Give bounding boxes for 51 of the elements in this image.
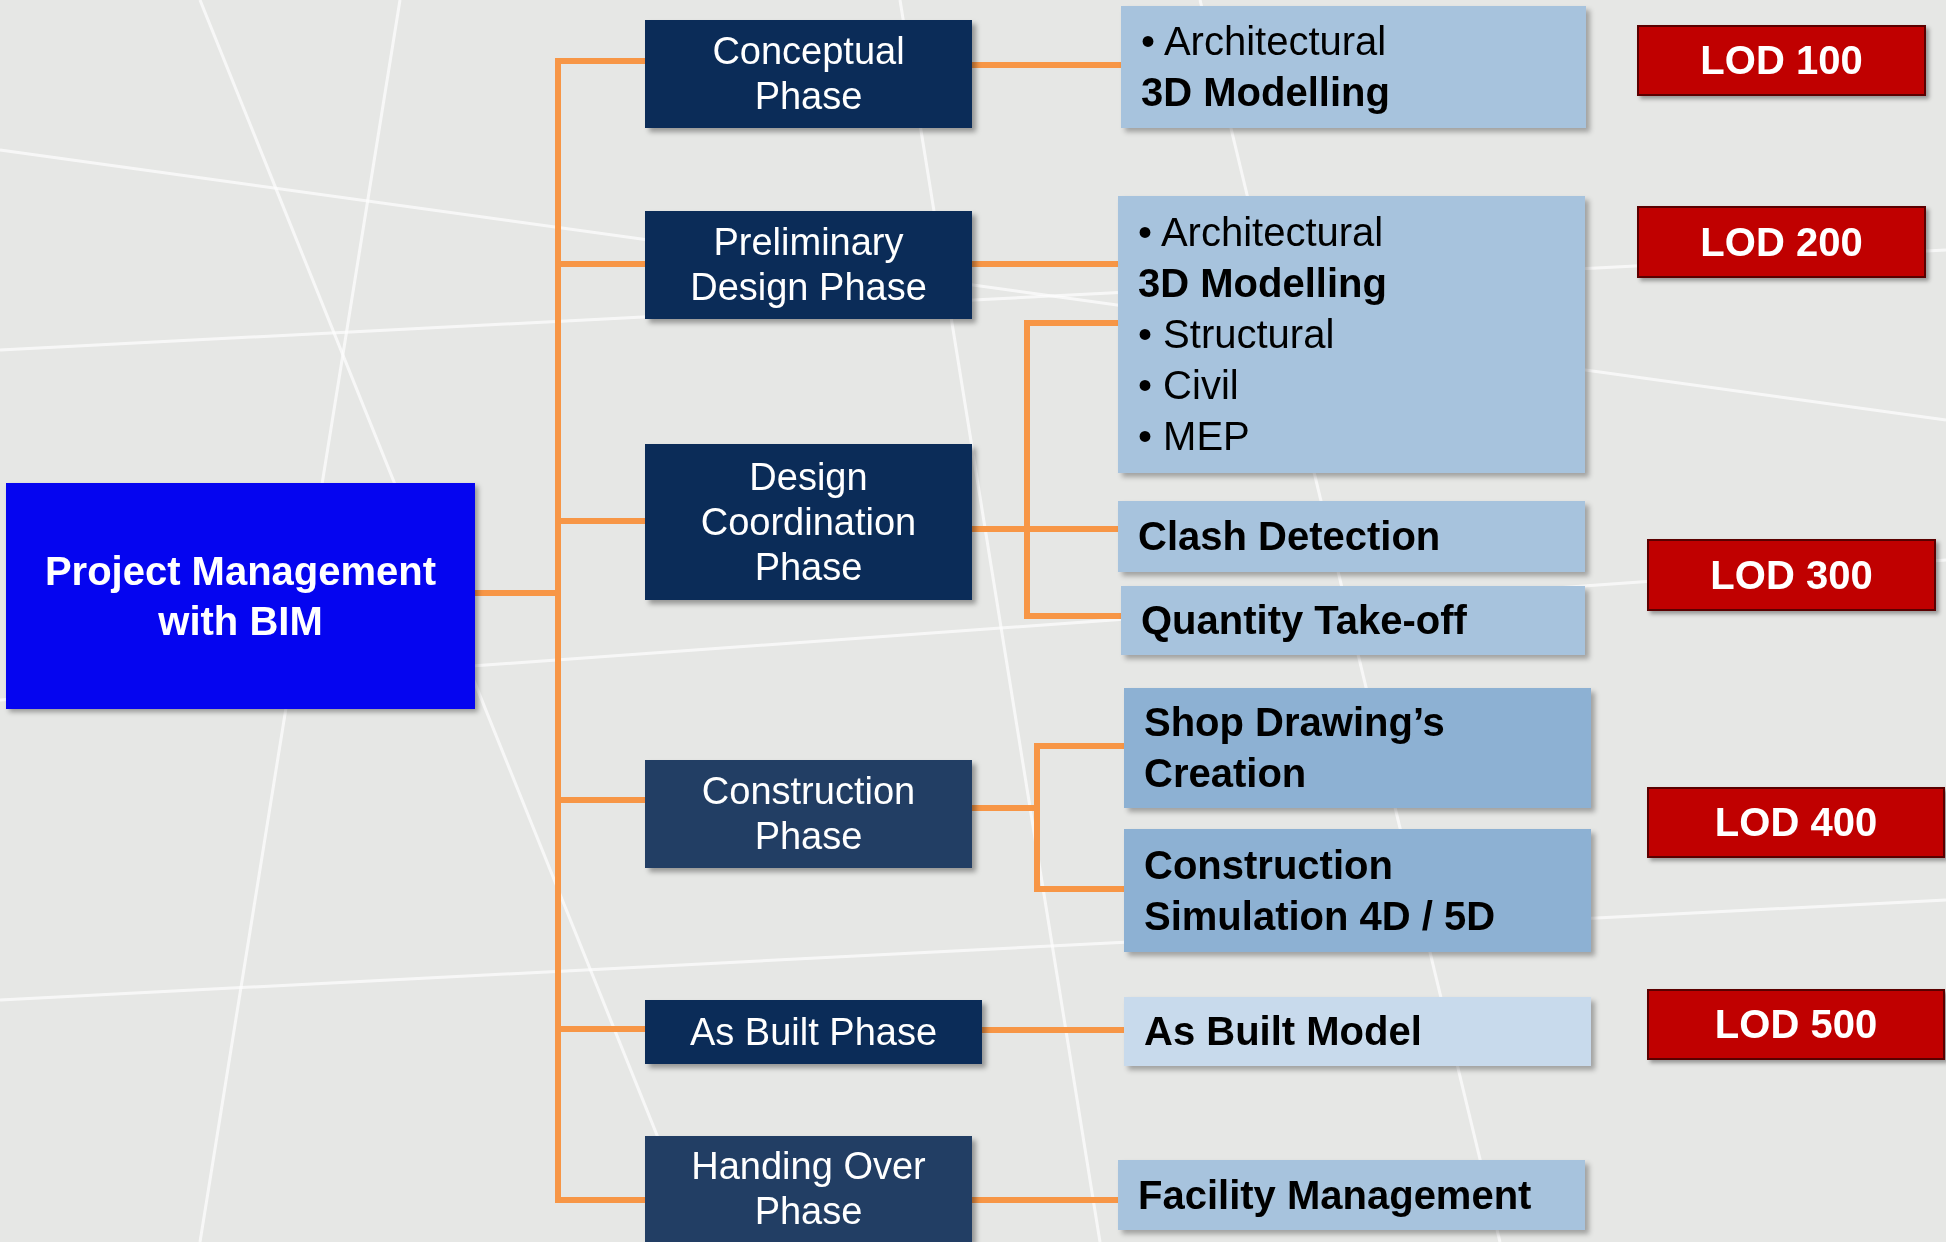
phase-box xyxy=(645,444,972,600)
phase-box xyxy=(645,760,972,868)
connector-line xyxy=(972,1197,1118,1203)
box-label: Clash Detection xyxy=(1138,513,1442,560)
connector-line xyxy=(972,526,1121,619)
box-label: 3D Modelling xyxy=(1141,69,1391,116)
box-label: LOD 100 xyxy=(1700,38,1863,83)
connector-line xyxy=(982,1027,1124,1033)
box-label: Shop Drawing’s Creation xyxy=(1144,699,1446,797)
box-label: Construction Phase xyxy=(700,769,917,859)
box-label: • Architectural xyxy=(1138,209,1385,256)
lod-badge xyxy=(1637,25,1926,96)
lod-badge xyxy=(1647,539,1936,611)
lod-badge xyxy=(1647,989,1945,1060)
output-box xyxy=(1118,196,1585,473)
box-label: • MEP xyxy=(1138,413,1251,460)
box-label: Facility Management xyxy=(1138,1171,1533,1219)
lod-badge xyxy=(1647,787,1945,858)
box-label: Quantity Take-off xyxy=(1141,597,1468,644)
output-box xyxy=(1118,1160,1585,1230)
box-label: LOD 500 xyxy=(1714,1002,1878,1047)
box-label: LOD 300 xyxy=(1710,552,1873,598)
box-label: As Built Model xyxy=(1144,1008,1423,1055)
root-box xyxy=(6,483,475,709)
output-box xyxy=(1124,688,1591,808)
connector-line xyxy=(972,62,1121,68)
box-label: 3D Modelling xyxy=(1138,260,1388,307)
box-label: • Architectural xyxy=(1141,18,1388,65)
output-box xyxy=(1124,997,1591,1066)
connector-line xyxy=(972,805,1124,892)
phase-box xyxy=(645,211,972,319)
output-box xyxy=(1118,501,1585,572)
box-label: Design Coordination Phase xyxy=(699,454,918,590)
output-box xyxy=(1121,586,1585,655)
phase-box xyxy=(645,1136,972,1242)
box-label: Construction Simulation 4D / 5D xyxy=(1144,841,1497,940)
phase-box xyxy=(645,1000,982,1064)
connector-line xyxy=(972,261,1118,267)
box-label: • Structural xyxy=(1138,311,1336,358)
box-label: Handing Over Phase xyxy=(690,1144,927,1234)
box-label: • Civil xyxy=(1138,362,1240,409)
output-box xyxy=(1124,829,1591,952)
phase-box xyxy=(645,20,972,128)
box-label: LOD 200 xyxy=(1700,219,1863,265)
lod-badge xyxy=(1637,206,1926,278)
output-box xyxy=(1121,6,1586,128)
box-label: As Built Phase xyxy=(689,1009,938,1055)
box-label: Conceptual Phase xyxy=(711,29,906,119)
box-label: LOD 400 xyxy=(1714,800,1878,845)
box-label: Preliminary Design Phase xyxy=(690,220,927,310)
box-label: Project Management with BIM xyxy=(43,548,438,645)
